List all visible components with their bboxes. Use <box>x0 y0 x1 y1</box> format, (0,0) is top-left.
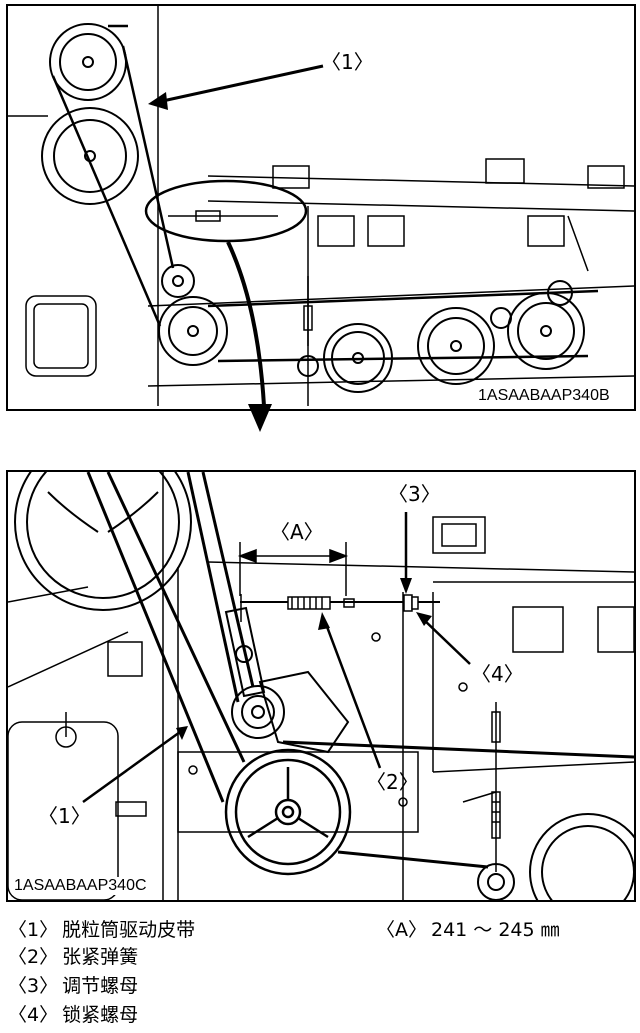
legend-item-number: 〈2〉 <box>8 946 59 968</box>
upper-pulleys <box>41 23 585 393</box>
overview-diagram: 〈1〉 1ASAABAAP340B <box>6 4 636 411</box>
legend-item-label: 调节螺母 <box>62 975 139 997</box>
legend-item-label: 张紧弹簧 <box>62 946 139 968</box>
callout-2-tension-spring: 〈2〉 <box>366 770 419 794</box>
detail-diagram: 〈A〉 〈3〉 〈4〉 〈2〉 〈1〉 1ASAABAAP340C <box>6 470 636 902</box>
tension-spring-assembly <box>240 594 440 622</box>
overview-drawing <box>8 6 634 407</box>
legend-dimension-a: 〈A〉241 ～ 245 ㎜ <box>376 921 560 940</box>
legend-item-4: 〈4〉锁紧螺母 <box>8 1006 138 1025</box>
legend-item-number: 〈4〉 <box>8 1004 59 1026</box>
legend-item-number: 〈3〉 <box>8 975 59 997</box>
legend-dimension-value: 241 ～ 245 ㎜ <box>431 919 560 941</box>
drive-belt-detail <box>86 472 634 869</box>
legend-item-number: 〈1〉 <box>8 919 59 941</box>
figure-code-overview: 1ASAABAAP340B <box>476 387 612 405</box>
legend-item-3: 〈3〉调节螺母 <box>8 977 138 996</box>
figure-code-detail: 1ASAABAAP340C <box>12 877 149 895</box>
legend-item-label: 脱粒筒驱动皮带 <box>62 919 196 941</box>
drive-belt-overview <box>51 24 599 363</box>
legend-item-label: 锁紧螺母 <box>62 1004 139 1026</box>
callout-a-dimension: 〈A〉 <box>270 520 324 544</box>
callout-3-adjusting-nut: 〈3〉 <box>388 482 441 506</box>
legend-item-1: 〈1〉脱粒筒驱动皮带 <box>8 921 195 940</box>
down-arrow-icon <box>248 404 272 432</box>
callout-1-overview: 〈1〉 <box>321 50 374 74</box>
legend-item-2: 〈2〉张紧弹簧 <box>8 948 138 967</box>
callout-1-drive-belt: 〈1〉 <box>38 804 91 828</box>
detail-pointer-arrow <box>226 241 266 407</box>
legend-dimension-number: 〈A〉 <box>376 919 427 941</box>
detail-drawing <box>8 472 634 900</box>
detail-highlight-ellipse <box>144 179 308 243</box>
main-pulley <box>224 748 352 876</box>
callout-4-lock-nut: 〈4〉 <box>471 662 524 686</box>
